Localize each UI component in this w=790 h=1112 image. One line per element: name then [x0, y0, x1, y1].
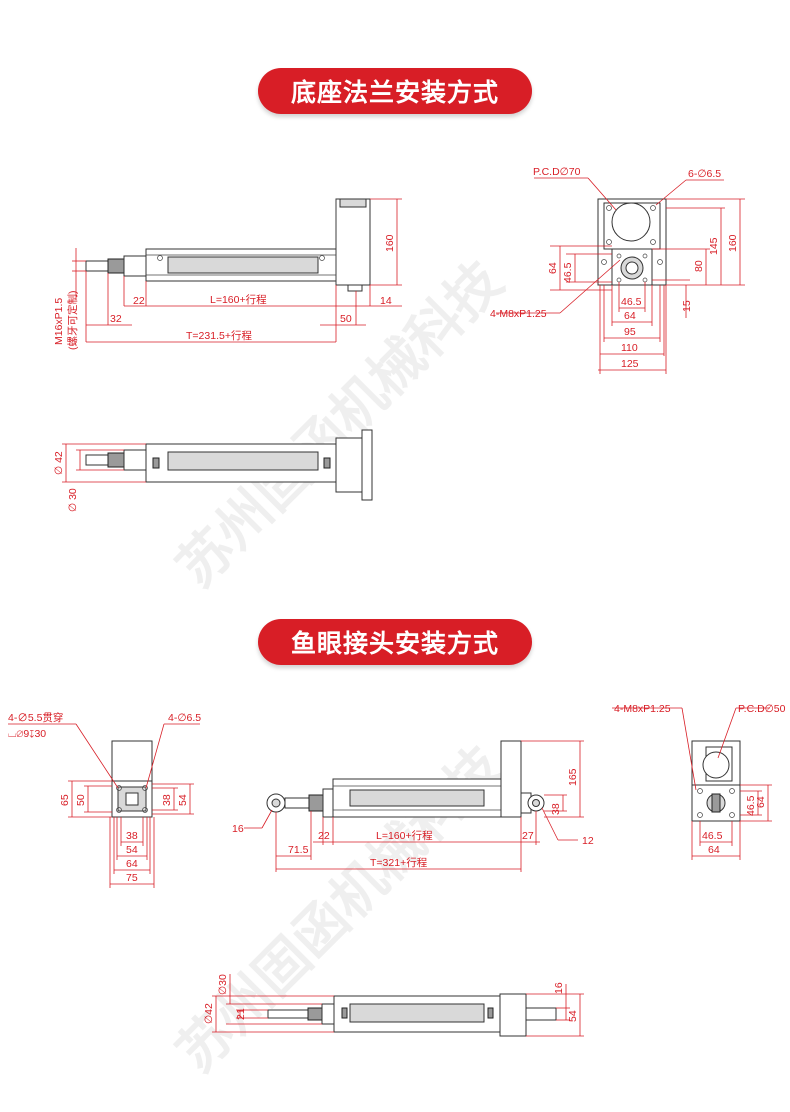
s1-flange-dim-46-5v: 46.5 — [562, 262, 574, 283]
s1-side-thread-note: (螺牙可定制) — [66, 291, 79, 351]
s2-top-dim-16: 16 — [553, 982, 565, 994]
s1-side-view: 160 22 L=160+行程 14 32 50 T=231.5+行程 M16x… — [53, 198, 402, 351]
s2-left-holes-6-5: 4-∅6.5 — [168, 712, 201, 724]
s1-side-dim-22: 22 — [133, 295, 145, 307]
s1-flange-dim-15: 15 — [681, 300, 693, 312]
s2-side-dim-L: L=160+行程 — [376, 829, 433, 842]
section-title-fisheye: 鱼眼接头安装方式 — [258, 619, 532, 665]
s2-top-dim-54: 54 — [567, 1010, 579, 1022]
s1-flange-dim-64v: 64 — [547, 262, 559, 274]
s1-side-dim-32: 32 — [110, 313, 122, 325]
s2-right-dim-64v: 64 — [755, 796, 767, 808]
s2-right-bolts: 4-M8xP1.25 — [614, 703, 671, 715]
s1-side-dim-L: L=160+行程 — [210, 293, 267, 306]
s2-left-holes-through: 4-∅5.5贯穿 — [8, 711, 63, 724]
s1-flange-dim-160: 160 — [727, 234, 739, 252]
s2-top-dim-21: 21 — [235, 1008, 247, 1020]
s2-top-dim-30: ∅30 — [217, 974, 229, 995]
s2-side-dim-27: 27 — [522, 830, 534, 842]
s1-flange-dim-145: 145 — [708, 237, 720, 255]
s2-left-dim-54h: 54 — [126, 844, 138, 856]
s2-left-dim-38v: 38 — [161, 794, 173, 806]
s2-side-dim-165: 165 — [567, 768, 579, 786]
s2-left-dim-38h: 38 — [126, 830, 138, 842]
s2-side-view: 165 38 16 12 22 L=160+行程 27 71.5 T=321+行… — [232, 740, 594, 872]
s2-side-dim-12: 12 — [582, 835, 594, 847]
s2-left-dim-75h: 75 — [126, 872, 138, 884]
s1-side-dim-14: 14 — [380, 295, 392, 307]
s2-right-dim-64h: 64 — [708, 844, 720, 856]
s2-right-dim-46-5v: 46.5 — [745, 795, 757, 816]
s1-flange-dim-95: 95 — [624, 326, 636, 338]
s1-side-thread: M16xP1.5 — [53, 298, 65, 345]
s2-left-dim-65: 65 — [59, 794, 71, 806]
s2-side-dim-16: 16 — [232, 823, 244, 835]
s2-left-dim-50: 50 — [75, 794, 87, 806]
s2-side-dim-71-5: 71.5 — [288, 844, 309, 856]
s1-top-view: ∅ 42 ∅ 30 — [53, 429, 373, 512]
s2-left-dim-64h: 64 — [126, 858, 138, 870]
s2-right-dim-46-5h: 46.5 — [702, 830, 723, 842]
s1-side-dim-50: 50 — [340, 313, 352, 325]
s2-side-dim-38: 38 — [550, 803, 562, 815]
s1-flange-dim-80: 80 — [693, 260, 705, 272]
s1-flange-bolts: 4-M8xP1.25 — [490, 308, 547, 320]
s2-left-counterbore: ⌴∅9↧30 — [8, 728, 46, 740]
s2-top-dim-42: ∅42 — [203, 1003, 215, 1024]
s2-left-end-view: 4-∅5.5贯穿 ⌴∅9↧30 4-∅6.5 65 50 38 54 38 54 — [8, 711, 201, 888]
s1-flange-dim-110: 110 — [621, 342, 638, 354]
s1-flange-dim-64h: 64 — [624, 310, 636, 322]
s2-top-view: ∅30 ∅42 21 16 54 — [203, 974, 584, 1037]
s2-left-dim-54v: 54 — [177, 794, 189, 806]
s1-top-dim-42: ∅ 42 — [53, 451, 65, 475]
s1-side-dim-160: 160 — [384, 234, 396, 252]
s2-side-dim-T: T=321+行程 — [370, 856, 428, 869]
s2-right-end-view: 4-M8xP1.25 P.C.D∅50 46.5 64 46.5 64 — [612, 703, 786, 860]
s1-flange-view: P.C.D∅70 6-∅6.5 4-M8xP1.25 64 46.5 160 1… — [490, 166, 745, 374]
s1-flange-dim-125: 125 — [621, 358, 639, 370]
s1-flange-holes: 6-∅6.5 — [688, 168, 721, 180]
s1-flange-dim-46-5h: 46.5 — [621, 296, 642, 308]
s1-flange-pcd: P.C.D∅70 — [533, 166, 581, 178]
s2-right-pcd: P.C.D∅50 — [738, 703, 786, 715]
section-title-base-flange: 底座法兰安装方式 — [258, 68, 532, 114]
s1-side-dim-T: T=231.5+行程 — [186, 329, 252, 342]
s2-side-dim-22: 22 — [318, 830, 330, 842]
s1-top-dim-30: ∅ 30 — [67, 488, 79, 512]
